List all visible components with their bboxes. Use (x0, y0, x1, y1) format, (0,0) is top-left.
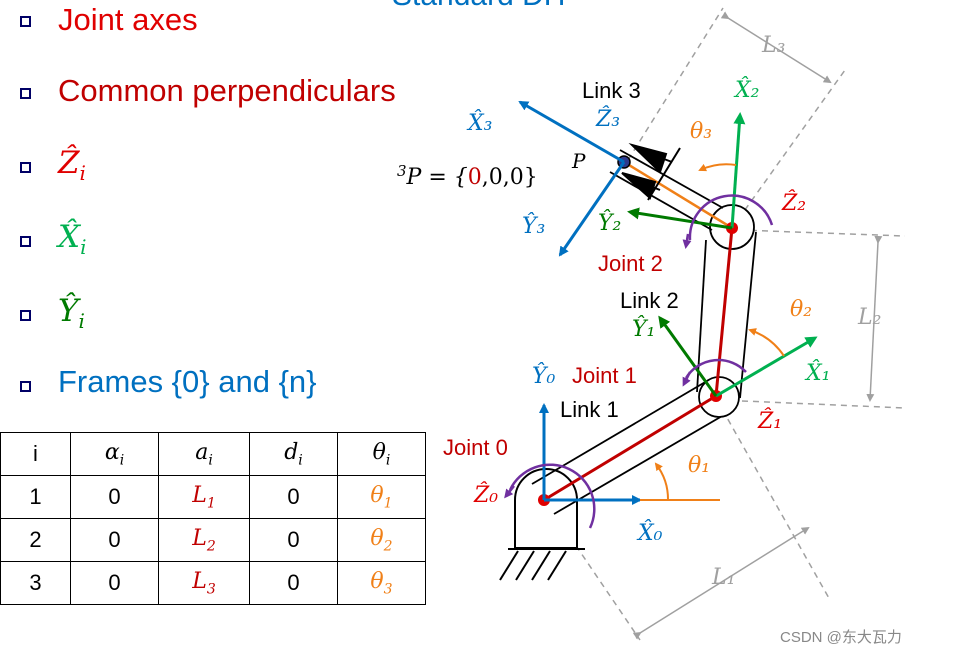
point-p-label: P (571, 149, 586, 173)
joint0-label: Joint 0 (443, 435, 508, 460)
cell-a: L1 (158, 475, 250, 519)
link3-center-line (623, 160, 733, 230)
bullet-marker (20, 88, 31, 99)
watermark: CSDN @东大瓦力 (780, 629, 902, 646)
cell-a: L3 (158, 561, 250, 605)
cell-i: 3 (0, 561, 71, 605)
header-i: i (0, 432, 71, 476)
cell-theta: θ1 (337, 475, 426, 519)
bullet-z-i: Ẑi (58, 145, 86, 186)
dh-parameter-table: i αi ai di θi 1 0 L1 0 θ1 2 0 L2 0 θ2 3 … (0, 432, 426, 605)
y1-label: Ŷ₁ (632, 315, 655, 342)
bullet-marker (20, 162, 31, 173)
frame0-axes (539, 403, 642, 505)
l3-label: L₃ (761, 33, 785, 58)
bullet-frames: Frames {0} and {n} (58, 364, 317, 399)
joint2-rotation-arrow (682, 233, 692, 249)
x2-label: X̂₂ (733, 77, 759, 103)
x0-label: X̂₀ (636, 520, 663, 546)
cell-alpha: 0 (70, 561, 159, 605)
x1-label: X̂₁ (804, 360, 830, 386)
z2-label: Ẑ₂ (781, 189, 806, 216)
table-header-row: i αi ai di θi (0, 432, 426, 476)
cell-d: 0 (249, 518, 338, 562)
l1-label: L₁ (711, 565, 735, 590)
z1-label: Ẑ₁ (757, 407, 782, 434)
robot-base (499, 468, 585, 581)
cell-theta: θ3 (337, 561, 426, 605)
theta1-label: θ₁ (688, 453, 710, 478)
theta3-arc (698, 163, 737, 172)
joint1-rotation-arrow (682, 371, 692, 387)
cell-i: 1 (0, 475, 71, 519)
y3-label: Ŷ₃ (522, 212, 545, 239)
bullet-marker (20, 310, 31, 321)
y2-label: Ŷ₂ (598, 209, 621, 236)
header-a: ai (158, 432, 250, 476)
joint0-rotation-arrow (504, 485, 515, 499)
partial-title: Standard DH (392, 0, 565, 13)
bullet-marker (20, 16, 31, 27)
frame3-axes (518, 100, 626, 257)
point-equation: 3P = {0,0,0} (397, 162, 538, 190)
joint1-rotation-arc (684, 358, 747, 379)
cell-alpha: 0 (70, 475, 159, 519)
joint0-rotation-arc (508, 463, 596, 529)
table-row: 3 0 L3 0 θ3 (0, 561, 426, 605)
link3-label: Link 3 (582, 78, 641, 103)
bullet-marker (20, 236, 31, 247)
joint2-rotation-arc (688, 194, 774, 241)
cell-d: 0 (249, 475, 338, 519)
header-theta: θi (337, 432, 426, 476)
z0-label: Ẑ₀ (473, 481, 498, 508)
cell-alpha: 0 (70, 518, 159, 562)
l2-label: L₂ (857, 305, 881, 330)
theta2-arc (748, 328, 785, 357)
bullet-joint-axes: Joint axes (58, 2, 198, 37)
dimension-lines (544, 7, 906, 641)
bullet-y-i: Ŷi (58, 293, 85, 334)
frame2-axes (627, 112, 746, 230)
table-row: 1 0 L1 0 θ1 (0, 475, 426, 519)
joint1-label: Joint 1 (572, 363, 637, 388)
link-center-lines (543, 227, 734, 502)
bullet-common-perpendiculars: Common perpendiculars (58, 73, 396, 108)
theta2-label: θ₂ (790, 297, 812, 322)
z3-label: Ẑ₃ (595, 105, 620, 132)
bullet-x-i: X̂i (58, 219, 87, 260)
link1-label: Link 1 (560, 397, 619, 422)
theta3-label: θ₃ (690, 119, 712, 144)
cell-d: 0 (249, 561, 338, 605)
table-row: 2 0 L2 0 θ2 (0, 518, 426, 562)
frame1-axes (658, 315, 818, 398)
link2-label: Link 2 (620, 288, 679, 313)
theta1-arc (654, 462, 670, 501)
joint2-label: Joint 2 (598, 251, 663, 276)
point-frame-arrows (621, 143, 681, 201)
cell-i: 2 (0, 518, 71, 562)
y0-label: Ŷ₀ (532, 362, 556, 389)
cell-a: L2 (158, 518, 250, 562)
bullet-marker (20, 381, 31, 392)
x3-label: X̂₃ (466, 110, 492, 136)
